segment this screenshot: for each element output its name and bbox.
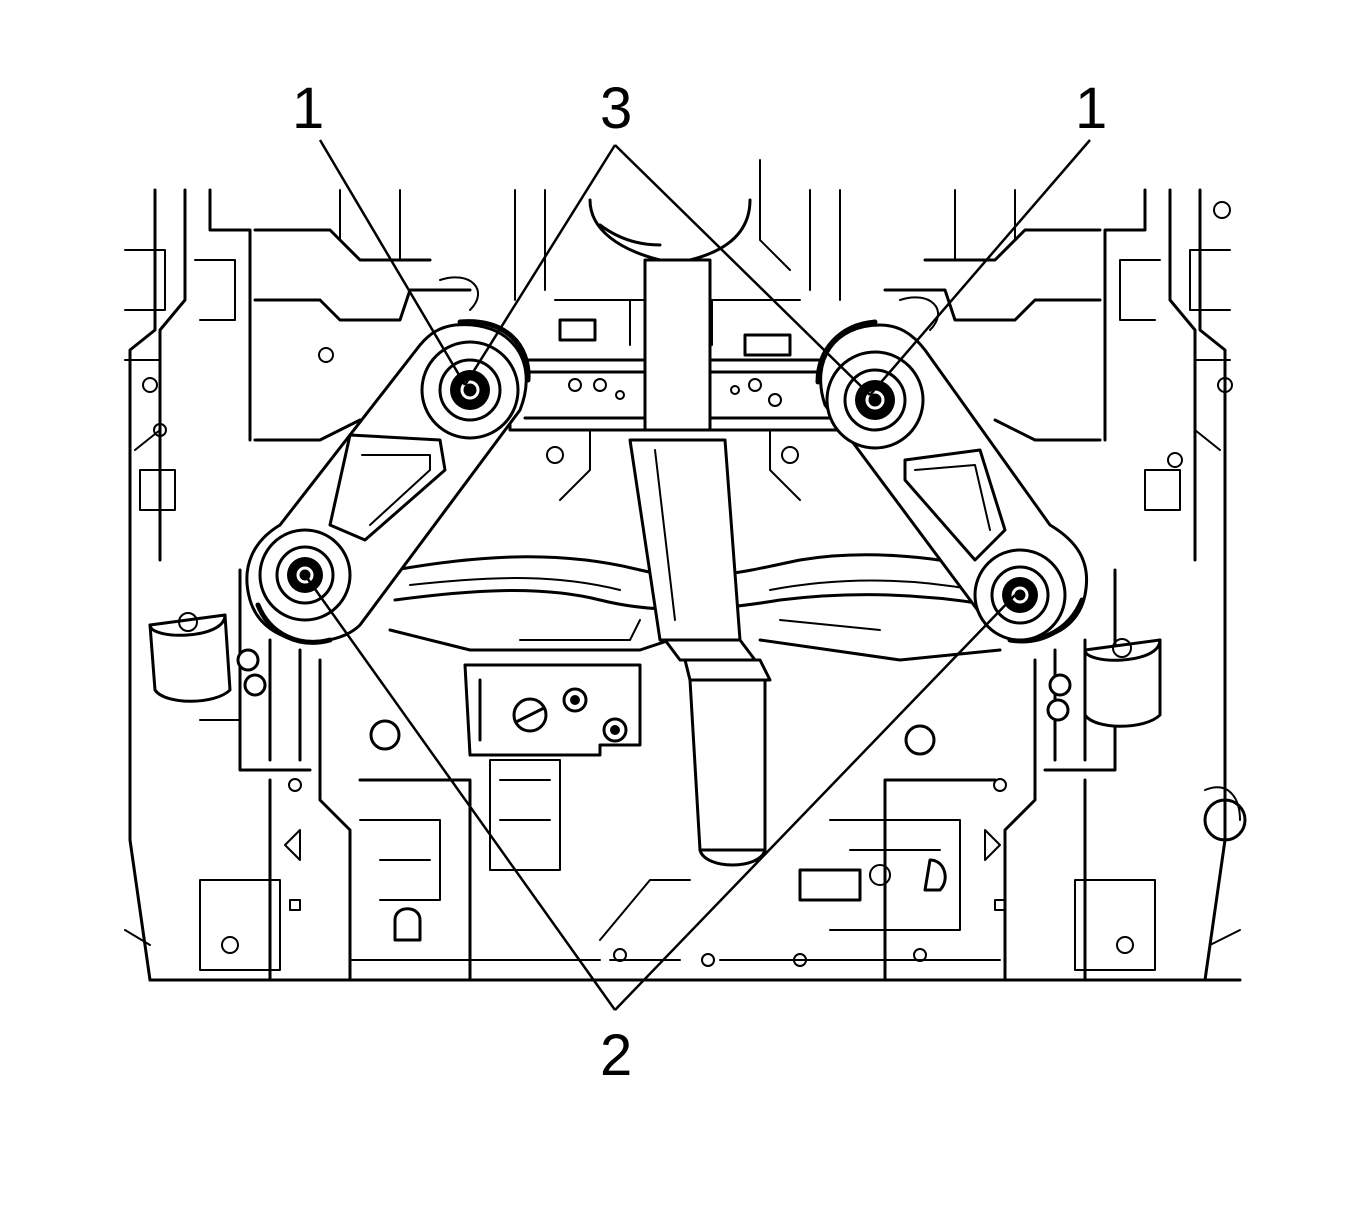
- callout-3: 3: [600, 76, 632, 141]
- leader-3-left: [463, 144, 617, 386]
- callout-1-left: 1: [292, 76, 324, 141]
- leader-2-left: [303, 574, 617, 1011]
- callout-1-right: 1: [1075, 76, 1107, 141]
- lower-control-arm-assembly: [148, 258, 1162, 867]
- leader-1-left: [318, 139, 467, 386]
- underbody-background: [124, 159, 1247, 982]
- leader-lines: [303, 139, 1091, 1011]
- leader-3-right: [614, 144, 871, 396]
- callout-labels: 1 3 1 2: [292, 76, 1107, 1088]
- callout-2: 2: [600, 1023, 632, 1088]
- leader-1-right: [869, 139, 1091, 396]
- leader-2-right: [614, 594, 1016, 1011]
